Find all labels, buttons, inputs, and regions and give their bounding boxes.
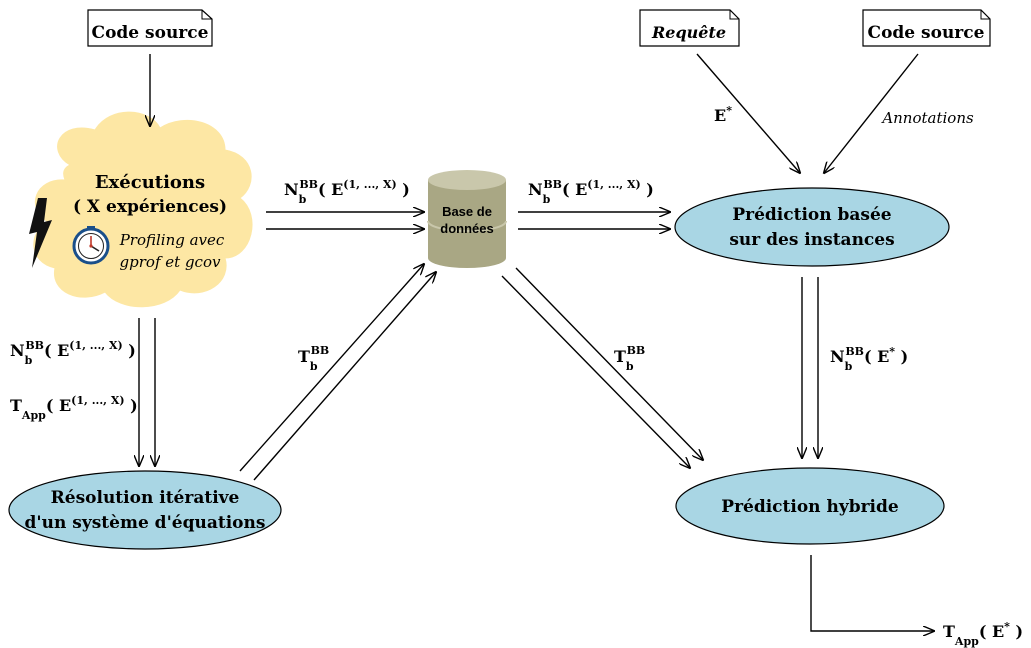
- annotations-label: Annotations: [880, 109, 974, 127]
- svg-text:TApp( E* ): TApp( E* ): [943, 620, 1023, 648]
- label-nb-bb-e-star: NbBB( E* ): [830, 345, 908, 373]
- code-source-right-label: Code source: [868, 23, 985, 43]
- label-tb-bb-left: TbBB: [298, 344, 329, 373]
- svg-text:NbBB( E(1, ..., X) ): NbBB( E(1, ..., X) ): [528, 178, 654, 206]
- resolution-line2: d'un système d'équations: [25, 513, 266, 533]
- profiling-line1: Profiling avec: [119, 231, 225, 249]
- prediction-instances-line1: Prédiction basée: [732, 205, 891, 225]
- arrow-code-to-instances: [824, 53, 919, 173]
- executions-cloud: Exécutions ( X expériences) Profiling av…: [33, 111, 253, 308]
- arrow-hybride-to-output: [810, 555, 934, 631]
- label-tb-bb-right: TbBB: [614, 344, 645, 373]
- clock-icon: [72, 226, 110, 265]
- executions-title: Exécutions: [95, 172, 205, 193]
- lightning-icon: [29, 198, 52, 268]
- prediction-instances-line2: sur des instances: [729, 230, 894, 250]
- label-e-star: E*: [714, 104, 732, 125]
- resolution-line1: Résolution itérative: [51, 488, 240, 508]
- code-source-left-document: Code source: [87, 9, 213, 47]
- arrow-resolution-to-db-1: [239, 264, 424, 472]
- profiling-line2: gprof et gcov: [120, 253, 221, 271]
- svg-text:TbBB: TbBB: [298, 344, 329, 373]
- svg-text:NbBB( E(1, ..., X) ): NbBB( E(1, ..., X) ): [10, 339, 136, 367]
- label-tapp-e-star-output: TApp( E* ): [943, 620, 1023, 648]
- svg-text:NbBB( E* ): NbBB( E* ): [830, 345, 908, 373]
- svg-text:E*: E*: [714, 104, 732, 125]
- arrow-requete-to-instances: [696, 53, 800, 173]
- label-nb-bb-e-range-left: NbBB( E(1, ..., X) ): [10, 339, 136, 367]
- requete-document: Requête: [639, 9, 740, 47]
- prediction-hybride-label: Prédiction hybride: [721, 497, 899, 517]
- arrow-db-to-hybride-2: [515, 267, 703, 460]
- svg-text:TApp( E(1, ..., X) ): TApp( E(1, ..., X) ): [10, 394, 138, 422]
- arrow-resolution-to-db-2: [253, 272, 436, 481]
- executions-subtitle: ( X expériences): [73, 197, 227, 217]
- code-source-right-document: Code source: [862, 9, 991, 47]
- prediction-hybride-ellipse: Prédiction hybride: [675, 467, 945, 545]
- resolution-ellipse: Résolution itérative d'un système d'équa…: [8, 470, 282, 550]
- label-nb-bb-e-range-top-left: NbBB( E(1, ..., X) ): [284, 178, 410, 206]
- database-label-line1: Base de: [442, 204, 492, 219]
- database-cylinder: Base de données: [427, 170, 507, 268]
- svg-text:NbBB( E(1, ..., X) ): NbBB( E(1, ..., X) ): [284, 178, 410, 206]
- label-nb-bb-e-range-top-right: NbBB( E(1, ..., X) ): [528, 178, 654, 206]
- code-source-left-label: Code source: [92, 23, 209, 43]
- prediction-instances-ellipse: Prédiction basée sur des instances: [674, 187, 950, 267]
- requete-label: Requête: [651, 23, 726, 42]
- label-tapp-e-range-left: TApp( E(1, ..., X) ): [10, 394, 138, 422]
- svg-text:TbBB: TbBB: [614, 344, 645, 373]
- arrow-db-to-hybride-1: [501, 275, 690, 468]
- database-label-line2: données: [440, 221, 493, 236]
